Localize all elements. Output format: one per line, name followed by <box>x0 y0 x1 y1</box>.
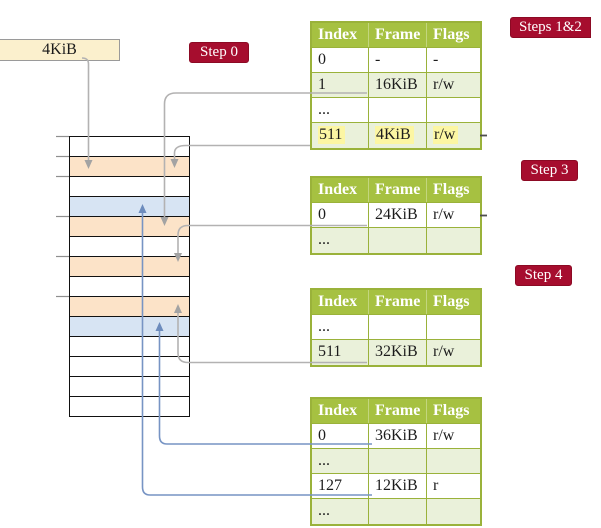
frame-cell: 32KiB <box>369 340 427 365</box>
memory-frame-row <box>70 317 189 337</box>
index-cell: 0 <box>312 424 369 448</box>
flags-cell: r/w <box>427 123 480 148</box>
flags-cell: r/w <box>433 427 455 444</box>
step-3-badge: Step 3 <box>521 160 578 181</box>
column-header-flags: Flags <box>433 402 470 419</box>
index-cell: 127 <box>312 474 369 498</box>
column-header-flags: Flags <box>433 181 470 198</box>
column-header-index: Index <box>312 178 369 202</box>
column-header-index: Index <box>312 399 369 423</box>
index-cell: ... <box>312 499 369 524</box>
column-header-frame: Frame <box>369 23 427 47</box>
frame-cell: 16KiB <box>369 73 427 97</box>
memory-frame-row <box>70 217 189 237</box>
table-row: 0 - - <box>312 48 480 73</box>
table-row: 511 32KiB r/w <box>312 340 480 365</box>
frame-cell: - <box>369 48 427 72</box>
flags-cell: r/w <box>433 343 455 360</box>
frame-size-box: 4KiB <box>0 39 120 61</box>
highlight: 511 <box>318 126 346 144</box>
frame-cell: 12KiB <box>369 474 427 498</box>
flags-cell: - <box>433 51 439 68</box>
index-cell: 1 <box>312 73 369 97</box>
frame-cell <box>369 228 427 253</box>
frame-cell: 36KiB <box>369 424 427 448</box>
frame-cell: 24KiB <box>369 203 427 227</box>
memory-frame-row <box>70 277 189 297</box>
table-row: ... <box>312 449 480 474</box>
frame-cell <box>369 499 427 524</box>
index-cell: 511 <box>312 123 369 148</box>
highlight: 4KiB <box>375 126 414 144</box>
index-cell: 511 <box>312 340 369 365</box>
table-row: 0 24KiB r/w <box>312 203 480 228</box>
memory-frame-row <box>70 397 189 416</box>
flags-cell <box>427 98 480 122</box>
memory-frame-row <box>70 137 189 157</box>
table-row: ... <box>312 98 480 123</box>
page-table-step-4: Index Frame Flags ... 511 32KiB r/w <box>310 288 482 367</box>
physical-memory-column <box>69 136 190 417</box>
page-table-step-3: Index Frame Flags 0 24KiB r/w ... <box>310 176 482 255</box>
table-row-highlighted: 511 4KiB r/w <box>312 123 480 148</box>
index-cell: 0 <box>312 203 369 227</box>
column-header-frame: Frame <box>369 178 427 202</box>
column-header-frame: Frame <box>369 290 427 314</box>
memory-frame-row <box>70 357 189 377</box>
flags-cell: r/w <box>433 76 455 93</box>
step-4-badge: Step 4 <box>515 265 572 286</box>
flags-cell: r/w <box>433 206 455 223</box>
arrow-t1-row511-to-4kib-frame <box>173 144 310 159</box>
flags-cell <box>427 228 480 253</box>
flags-cell <box>427 499 480 524</box>
flags-cell <box>427 315 480 339</box>
table-header-row: Index Frame Flags <box>312 290 480 315</box>
memory-frame-row <box>70 177 189 197</box>
table-row: ... <box>312 499 480 524</box>
memory-frame-row <box>70 377 189 397</box>
frame-cell <box>369 449 427 473</box>
memory-frame-row <box>70 197 189 217</box>
frame-cell <box>369 315 427 339</box>
column-header-flags: Flags <box>433 293 470 310</box>
step-0-badge: Step 0 <box>189 42 249 63</box>
table-header-row: Index Frame Flags <box>312 178 480 203</box>
index-cell: ... <box>312 228 369 253</box>
steps-1-2-badge: Steps 1&2 <box>510 17 591 38</box>
index-cell: ... <box>312 98 369 122</box>
table-header-row: Index Frame Flags <box>312 399 480 424</box>
highlight: r/w <box>433 126 459 144</box>
index-cell: 0 <box>312 48 369 72</box>
memory-frame-row <box>70 237 189 257</box>
frame-cell: 4KiB <box>369 123 427 148</box>
table-header-row: Index Frame Flags <box>312 23 480 48</box>
flags-cell: r <box>433 477 439 494</box>
column-header-index: Index <box>312 23 369 47</box>
memory-frame-row <box>70 257 189 277</box>
frame-cell <box>369 98 427 122</box>
flags-cell <box>427 449 480 473</box>
page-table-steps-1-2: Index Frame Flags 0 - - 1 16KiB r/w ... … <box>310 21 482 150</box>
memory-tick-marks <box>56 135 69 298</box>
index-cell: ... <box>312 315 369 339</box>
table-row: ... <box>312 315 480 340</box>
memory-frame-row <box>70 157 189 177</box>
column-header-flags: Flags <box>433 26 470 43</box>
column-header-index: Index <box>312 290 369 314</box>
table-row: 127 12KiB r <box>312 474 480 499</box>
memory-frame-row <box>70 337 189 357</box>
table-row: 0 36KiB r/w <box>312 424 480 449</box>
page-table-final: Index Frame Flags 0 36KiB r/w ... 127 12… <box>310 397 482 526</box>
column-header-frame: Frame <box>369 399 427 423</box>
table-row: 1 16KiB r/w <box>312 73 480 98</box>
table-row: ... <box>312 228 480 253</box>
memory-frame-row <box>70 297 189 317</box>
index-cell: ... <box>312 449 369 473</box>
